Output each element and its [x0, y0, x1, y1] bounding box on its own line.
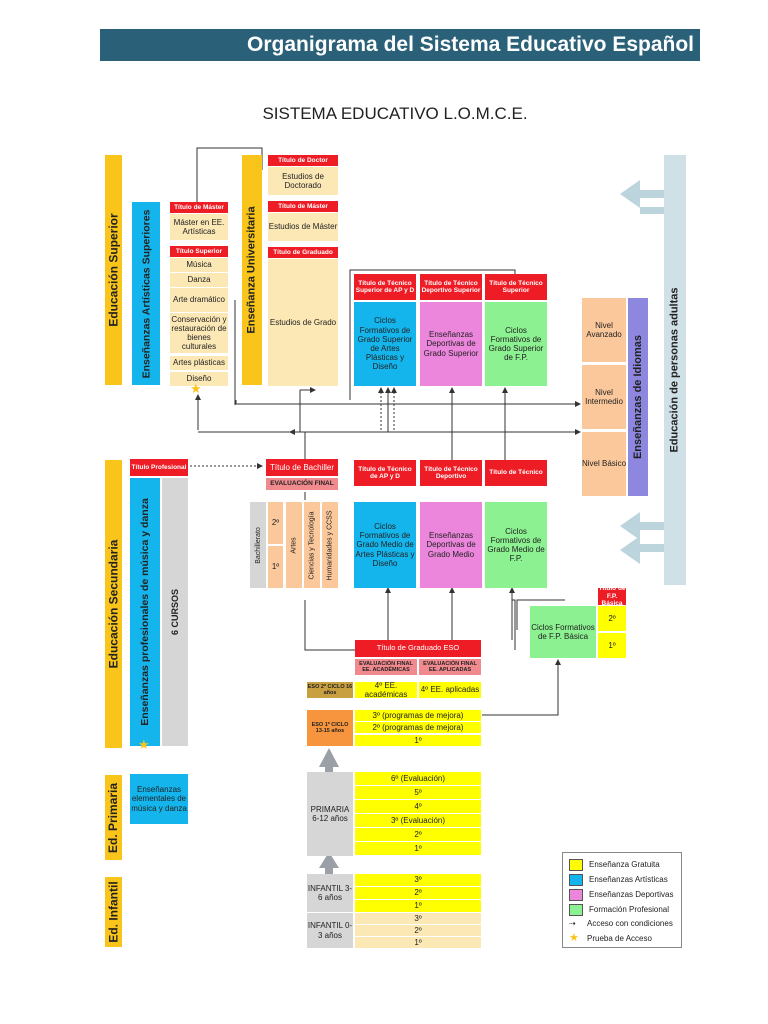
- art-danza: Danza: [170, 273, 228, 287]
- primaria-6: 6º (Evaluación): [355, 772, 481, 785]
- titulo-fp-basica: Título de F.P. Básica: [598, 585, 626, 608]
- infantil-0-3-label: INFANTIL 0-3 años: [307, 913, 353, 948]
- idiomas-label: Enseñanzas de Idiomas: [628, 298, 648, 496]
- star-icon: ★: [138, 737, 150, 752]
- estudios-grado: Estudios de Grado: [268, 259, 338, 386]
- titulo-bachiller: Título de Bachiller: [266, 459, 338, 476]
- primaria-5: 5º: [355, 786, 481, 799]
- art-plasticas: Artes plásticas: [170, 356, 228, 370]
- star-icon: ★: [569, 932, 579, 944]
- stage-superior: Educación Superior: [105, 155, 122, 385]
- legend: Enseñanza Gratuita Enseñanzas Artísticas…: [562, 852, 682, 948]
- infantil1-2: 2º: [355, 887, 481, 899]
- nivel-intermedio: Nivel Intermedio: [582, 365, 626, 429]
- eso-primer-ciclo: ESO 1º CICLO 13-15 años: [307, 710, 353, 746]
- bach-ciencias: Ciencias y Tecnología: [304, 502, 320, 588]
- titulo-profesional: Título Profesional: [130, 459, 188, 476]
- bach-humanidades: Humanidades y CCSS: [322, 502, 338, 588]
- titulo-graduado: Título de Graduado: [268, 247, 338, 258]
- primaria-label: PRIMARIA 6-12 años: [307, 772, 353, 856]
- page-title: SISTEMA EDUCATIVO L.O.M.C.E.: [262, 104, 528, 123]
- legend-item: Formación Profesional: [569, 904, 675, 916]
- stage-infantil: Ed. Infantil: [105, 877, 122, 947]
- primaria-3: 3º (Evaluación): [355, 814, 481, 827]
- ciclos-medio-apd: Ciclos Formativos de Grado Medio de Arte…: [354, 502, 416, 588]
- legend-item: Enseñanza Gratuita: [569, 859, 675, 871]
- fp-basica-2: 2º: [598, 606, 626, 631]
- bach-2: 2º: [268, 502, 283, 544]
- eso-2: 2º (programas de mejora): [355, 722, 481, 733]
- nivel-basico: Nivel Básico: [582, 432, 626, 496]
- header-banner: Organigrama del Sistema Educativo Españo…: [100, 29, 700, 61]
- master-artisticas: Máster en EE. Artísticas: [170, 214, 228, 240]
- bach-1: 1º: [268, 546, 283, 588]
- universitaria-label: Enseñanza Universitaria: [242, 155, 262, 385]
- primaria-2: 2º: [355, 828, 481, 841]
- legend-item: Enseñanzas Deportivas: [569, 889, 675, 901]
- titulo-tecnico-deportivo: Título de Técnico Deportivo: [420, 460, 482, 486]
- eso-3: 3º (programas de mejora): [355, 710, 481, 721]
- legend-swatch: [569, 874, 583, 886]
- titulo-graduado-eso: Título de Graduado ESO: [355, 640, 481, 657]
- header-title: Organigrama del Sistema Educativo Españo…: [247, 33, 694, 56]
- ciclos-medio-fp: Ciclos Formativos de Grado Medio de F.P.: [485, 502, 547, 588]
- titulo-doctor: Título de Doctor: [268, 155, 338, 166]
- titulo-superior: Título Superior: [170, 246, 228, 257]
- eso-1: 1º: [355, 735, 481, 746]
- star-icon: ★: [190, 381, 202, 396]
- art-dramatico: Arte dramático: [170, 288, 228, 312]
- eval-final-aplicadas: EVALUACIÓN FINAL EE. APLICADAS: [419, 659, 481, 675]
- titulo-tecnico-superior-fp: Título de Técnico Superior: [485, 274, 547, 300]
- legend-swatch: [569, 859, 583, 871]
- estudios-master: Estudios de Máster: [268, 213, 338, 241]
- legend-swatch: [569, 889, 583, 901]
- legend-prueba: ★Prueba de Acceso: [569, 932, 652, 944]
- infantil2-1: 1º: [355, 937, 481, 948]
- stage-primaria: Ed. Primaria: [105, 775, 122, 860]
- ciclos-superior-fp: Ciclos Formativos de Grado Superior de F…: [485, 302, 547, 386]
- bachillerato-label: Bachillerato: [250, 502, 266, 588]
- titulo-tecnico-fp: Título de Técnico: [485, 460, 547, 486]
- seis-cursos: 6 CURSOS: [162, 478, 188, 746]
- ciclos-superior-apd: Ciclos Formativos de Grado Superior de A…: [354, 302, 416, 386]
- art-conservacion: Conservación y restauración de bienes cu…: [170, 313, 228, 353]
- titulo-tecnico-apd: Título de Técnico de AP y D: [354, 460, 416, 486]
- infantil2-2: 2º: [355, 925, 481, 936]
- legend-swatch: [569, 904, 583, 916]
- eval-final-academicas: EVALUACIÓN FINAL EE. ACADÉMICAS: [355, 659, 417, 675]
- deportivas-superior: Enseñanzas Deportivas de Grado Superior: [420, 302, 482, 386]
- infantil1-3: 3º: [355, 874, 481, 886]
- profesionales-label: Enseñanzas profesionales de música y dan…: [130, 478, 160, 746]
- titulo-master-univ: Título de Máster: [268, 201, 338, 212]
- eso-4-academicas: 4º EE. académicas: [355, 681, 417, 699]
- stage-secundaria: Educación Secundaria: [105, 460, 122, 748]
- eso-segundo-ciclo: ESO 2º CICLO 16 años: [307, 682, 353, 698]
- adultos-label: Educación de personas adultas: [664, 155, 686, 585]
- titulo-tecnico-deportivo-superior: Título de Técnico Deportivo Superior: [420, 274, 482, 300]
- bach-artes: Artes: [286, 502, 302, 588]
- art-musica: Música: [170, 258, 228, 272]
- legend-item: Enseñanzas Artísticas: [569, 874, 675, 886]
- titulo-tecnico-superior-apd: Título de Técnico Superior de AP y D: [354, 274, 416, 300]
- art-diseno: Diseño: [170, 372, 228, 386]
- primaria-4: 4º: [355, 800, 481, 813]
- ciclos-fp-basica: Ciclos Formativos de F.P. Básica: [530, 606, 596, 658]
- infantil1-1: 1º: [355, 900, 481, 912]
- elementales-musica-danza: Enseñanzas elementales de música y danza: [130, 774, 188, 824]
- deportivas-medio: Enseñanzas Deportivas de Grado Medio: [420, 502, 482, 588]
- fp-basica-1: 1º: [598, 633, 626, 658]
- infantil2-3: 3º: [355, 913, 481, 924]
- estudios-doctorado: Estudios de Doctorado: [268, 167, 338, 195]
- dashed-arrow-icon: ⇢: [569, 919, 576, 928]
- primaria-1: 1º: [355, 842, 481, 855]
- nivel-avanzado: Nivel Avanzado: [582, 298, 626, 362]
- evaluacion-final-bachiller: EVALUACIÓN FINAL: [266, 478, 338, 490]
- legend-acceso: ⇢Acceso con condiciones: [569, 919, 673, 928]
- artisticas-superiores-label: Enseñanzas Artísticas Superiores: [132, 202, 160, 385]
- titulo-master-artisticas: Título de Máster: [170, 202, 228, 213]
- eso-4-aplicadas: 4º EE. aplicadas: [419, 682, 481, 698]
- infantil-3-6-label: INFANTIL 3-6 años: [307, 874, 353, 912]
